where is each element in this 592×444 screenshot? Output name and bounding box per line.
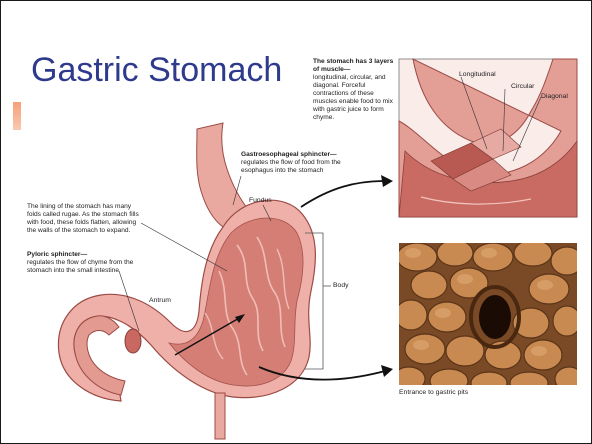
arrow-to-muscle-inset <box>301 181 385 207</box>
label-longitudinal: Longitudinal <box>459 71 496 78</box>
label-circular: Circular <box>511 83 534 90</box>
rugae-note: The lining of the stomach has many folds… <box>27 203 145 235</box>
pyloric-note: Pyloric sphincter— regulates the flow of… <box>27 251 137 275</box>
pyloric-heading: Pyloric sphincter— <box>27 251 137 259</box>
stomach-lining <box>169 218 303 386</box>
muscle-note-body: longitudinal, circular, and diagonal. Fo… <box>313 74 393 121</box>
gastroesophageal-note: Gastroesophageal sphincter— regulates th… <box>241 151 345 175</box>
muscle-note-heading: The stomach has 3 layers of muscle— <box>313 58 395 74</box>
label-antrum: Antrum <box>149 297 171 304</box>
lower-tube <box>215 393 225 439</box>
gastroesophageal-body: regulates the flow of food from the esop… <box>241 159 341 174</box>
gastric-pits-photo <box>399 243 577 385</box>
gastric-pit-opening <box>479 295 511 339</box>
muscle-note: The stomach has 3 layers of muscle— long… <box>313 58 395 122</box>
pyloric-ring <box>125 329 141 353</box>
pyloric-body: regulates the flow of chyme from the sto… <box>27 259 133 274</box>
rugae-note-body: The lining of the stomach has many folds… <box>27 203 139 234</box>
label-body: Body <box>333 282 349 289</box>
label-diagonal: Diagonal <box>541 93 568 100</box>
photo-caption: Entrance to gastric pits <box>399 389 468 396</box>
gastroesophageal-heading: Gastroesophageal sphincter— <box>241 151 345 159</box>
label-fundus: Fundus <box>249 197 272 204</box>
